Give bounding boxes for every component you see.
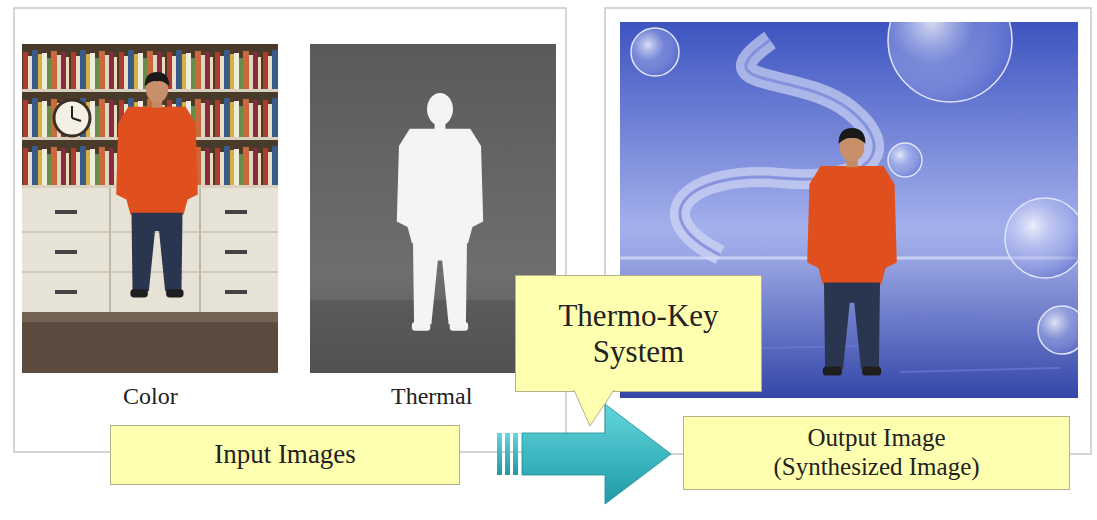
arrow-stripe [497, 433, 502, 475]
callout-box: Thermo-Key System [515, 275, 762, 392]
color-photo [199, 188, 201, 312]
process-arrow [497, 404, 671, 504]
color-photo [54, 100, 90, 136]
output-box: Output Image (Synthesized Image) [683, 416, 1070, 490]
synthesized-photo [1005, 198, 1078, 278]
synthesized-photo [888, 22, 1012, 102]
process-arrow [522, 404, 671, 504]
color-photo [225, 290, 247, 294]
arrow-stripe [513, 433, 518, 475]
thermal-photo [397, 93, 483, 331]
callout-pointer [574, 390, 614, 426]
callout-pointer [574, 390, 614, 426]
box-label: Thermo-Key System [534, 298, 744, 369]
image-caption: Color [123, 383, 178, 410]
arrow-stripe [505, 433, 510, 475]
color-photo [22, 312, 278, 373]
color-photo [71, 106, 73, 118]
synthesized-photo [888, 143, 922, 177]
color-photo [225, 210, 247, 214]
color-photo [22, 312, 278, 322]
callout-pointer [574, 390, 616, 430]
input-panel [14, 8, 566, 452]
color-photo [109, 188, 111, 312]
box-label: Output Image (Synthesized Image) [752, 424, 1002, 482]
color-photo [22, 44, 278, 373]
color-photo [72, 118, 81, 121]
input-box: Input Images [110, 425, 460, 485]
synthesized-photo [631, 28, 679, 76]
synthesized-photo [1038, 306, 1078, 354]
box-label: Input Images [214, 439, 356, 470]
color-photo [225, 250, 247, 254]
synthesized-photo [807, 128, 897, 376]
color-photo [55, 290, 77, 294]
image-caption: Thermal [391, 383, 472, 410]
color-photo [116, 72, 198, 297]
color-photo [55, 210, 77, 214]
color-photo [55, 250, 77, 254]
